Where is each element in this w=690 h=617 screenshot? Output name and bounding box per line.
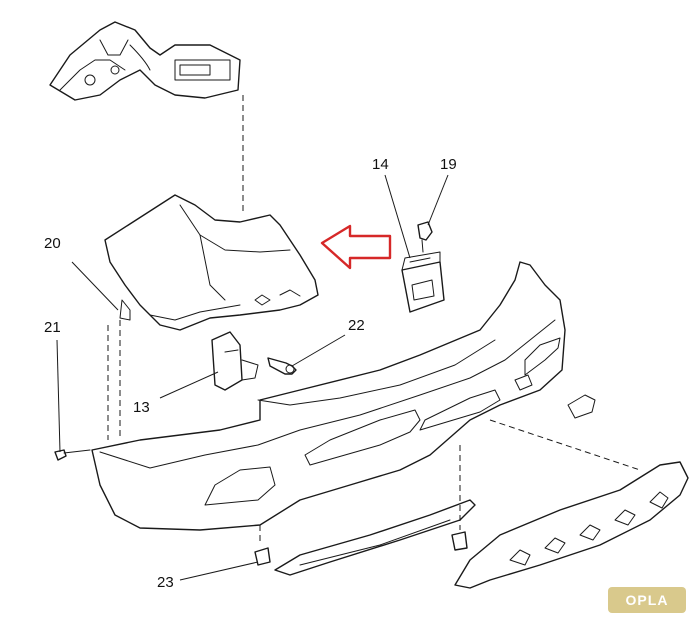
callout-13: 13 (133, 399, 150, 416)
callout-14: 14 (372, 156, 389, 173)
center-bracket-part (401, 251, 445, 313)
dashed-leader (489, 419, 641, 471)
rear-bumper-part (91, 261, 596, 531)
callout-19: 19 (440, 156, 457, 173)
leader-line-20 (71, 261, 119, 311)
bolt-part (267, 357, 297, 375)
lower-clip-part (254, 531, 468, 566)
upper-bracket-part (49, 21, 241, 101)
callout-20: 20 (44, 235, 61, 252)
leader-line-14 (384, 174, 411, 259)
leader-line-19 (427, 174, 449, 226)
leader-line-13 (159, 371, 219, 399)
screw-part (54, 449, 91, 461)
callout-22: 22 (348, 317, 365, 334)
direction-arrow-icon (320, 224, 392, 270)
watermark-logo: OPLA (608, 587, 686, 613)
watermark-text: OPLA (625, 592, 669, 608)
leader-line-23 (179, 561, 259, 581)
side-bracket-part (211, 331, 259, 391)
corner-cover-part (104, 194, 319, 331)
leader-line-22 (291, 334, 346, 367)
push-clip-part (417, 221, 433, 253)
lower-strip-part (274, 499, 476, 576)
rear-diffuser-part (454, 461, 689, 589)
callout-23: 23 (157, 574, 174, 591)
callout-21: 21 (44, 319, 61, 336)
leader-line-21 (56, 339, 61, 453)
